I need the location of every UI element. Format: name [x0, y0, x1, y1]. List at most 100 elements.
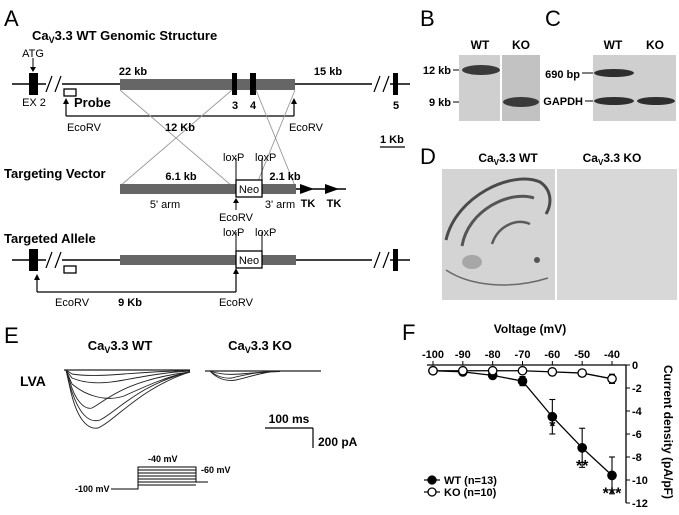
atg-label: ATG [22, 48, 44, 60]
exon-5-label: 5 [393, 100, 399, 112]
panel-label-e: E [4, 323, 19, 348]
probe-label: Probe [74, 95, 111, 110]
targeted-allele-title: Targeted Allele [4, 231, 96, 246]
data-point [517, 376, 528, 386]
three-prime-arm-label: 3' arm [265, 199, 295, 211]
data-point [428, 365, 438, 376]
x-tick-label: -60 [544, 349, 560, 361]
scale-1kb-label: 1 Kb [380, 134, 404, 146]
genomic-15kb-label: 15 kb [314, 66, 342, 78]
data-point [517, 365, 528, 376]
x-axis-title: Voltage (mV) [494, 322, 566, 336]
test-voltage-label: -40 mV [148, 454, 178, 464]
significance-mark: * [549, 419, 556, 436]
scale-time-label: 100 ms [269, 412, 310, 426]
targeting-vector-diagram [120, 158, 346, 210]
exon-2-block [29, 73, 38, 95]
allele-loxp-label-1: loxP [223, 227, 244, 239]
wt-current-traces [64, 369, 191, 429]
data-point [577, 442, 588, 453]
vector-loxp-label-2: loxP [255, 152, 276, 164]
x-tick-label: -100 [422, 349, 444, 361]
exon-5-block [393, 73, 398, 95]
exon-4-block [250, 73, 256, 95]
pcr-ko-label: KO [646, 38, 664, 52]
current-scale-bar [265, 427, 314, 448]
data-point [457, 365, 468, 376]
data-point [607, 373, 617, 384]
lva-label: LVA [20, 373, 46, 389]
y-tick-label: -4 [632, 406, 643, 418]
fragment-12kb-label: 12 Kb [165, 122, 195, 134]
tk-label-2: TK [327, 198, 342, 210]
data-point [487, 365, 498, 376]
allele-ecorv-label-2: EcoRV [219, 297, 254, 309]
blot-wt-label: WT [471, 38, 490, 52]
panel-d: D CaV3.3 WT CaV3.3 KO [420, 144, 677, 300]
probe-box [63, 88, 77, 97]
panel-label-f: F [402, 320, 415, 345]
blot-ko-label: KO [512, 38, 530, 52]
tk-label-1: TK [301, 198, 316, 210]
vector-loxp-label-1: loxP [223, 152, 244, 164]
current-trace-wt-label: CaV3.3 WT [88, 338, 153, 355]
data-point [547, 411, 558, 422]
y-tick-label: 0 [632, 360, 638, 372]
allele-loxp-label-2: loxP [255, 227, 276, 239]
legend-marker [427, 487, 437, 497]
allele-ecorv-label-1: EcoRV [55, 297, 90, 309]
targeting-vector-title: Targeting Vector [4, 166, 106, 181]
genomic-structure-diagram [12, 58, 410, 187]
five-prime-arm-label: 5' arm [150, 199, 180, 211]
panel-e: E CaV3.3 WT CaV3.3 KO LVA 100 ms 200 pA [4, 323, 358, 494]
ko-current-traces [205, 370, 321, 381]
legend-label: KO (n=10) [444, 487, 497, 499]
blot-9kb-label: 9 kb [429, 97, 451, 109]
x-tick-label: -40 [604, 349, 620, 361]
genomic-structure-title: CaV3.3 WT Genomic Structure [32, 28, 217, 45]
post-voltage-label: -60 mV [201, 465, 231, 475]
exon-2-label: EX 2 [22, 97, 46, 109]
pcr-wt-label: WT [604, 38, 623, 52]
exon-4-label: 4 [250, 100, 257, 112]
genomic-22kb-label: 22 kb [119, 66, 147, 78]
allele-neo-label: Neo [239, 255, 259, 267]
voltage-protocol [111, 466, 208, 490]
iv-curve-chart: -100-90-80-70-60-50-400-2-4-6-8-10-12***… [422, 349, 648, 510]
y-tick-label: -2 [632, 383, 642, 395]
in-situ-ko-label: CaV3.3 KO [583, 151, 642, 167]
scale-current-label: 200 pA [318, 435, 358, 449]
legend-marker [427, 475, 437, 485]
data-point [547, 367, 558, 377]
legend-label: WT (n=13) [444, 475, 497, 487]
significance-mark: ** [576, 458, 589, 475]
current-trace-ko-label: CaV3.3 KO [228, 338, 292, 355]
in-situ-wt-label: CaV3.3 WT [478, 151, 538, 167]
targeted-allele-diagram [12, 232, 410, 293]
panel-label-a: A [4, 6, 19, 31]
fragment-9kb-label: 9 Kb [118, 297, 142, 309]
panel-f: F Voltage (mV) Current density (pA/pF) -… [402, 320, 675, 510]
y-tick-label: -8 [632, 452, 642, 464]
x-tick-label: -80 [485, 349, 501, 361]
southern-blot-image [459, 55, 540, 121]
panel-c: C WT KO 690 bp GAPDH [543, 6, 676, 121]
panel-label-b: B [420, 6, 435, 31]
panel-a: A CaV3.3 WT Genomic Structure [4, 6, 410, 309]
y-tick-label: -10 [632, 475, 648, 487]
vector-ecorv-label: EcoRV [219, 212, 254, 224]
data-point [577, 368, 588, 378]
y-tick-label: -6 [632, 429, 642, 441]
ecorv-label-1: EcoRV [67, 122, 102, 134]
exon-3-label: 3 [232, 100, 238, 112]
significance-mark: *** [603, 485, 622, 502]
in-situ-hybridization-image [442, 169, 677, 300]
ecorv-label-2: EcoRV [289, 122, 324, 134]
x-tick-label: -90 [455, 349, 471, 361]
x-tick-label: -50 [574, 349, 590, 361]
exon-3-block [232, 73, 237, 95]
y-tick-label: -12 [632, 498, 648, 510]
panel-b: B WT KO 12 kb 9 kb [420, 6, 540, 121]
vector-neo-label: Neo [239, 184, 259, 196]
vector-6-1kb-label: 6.1 kb [165, 171, 196, 183]
